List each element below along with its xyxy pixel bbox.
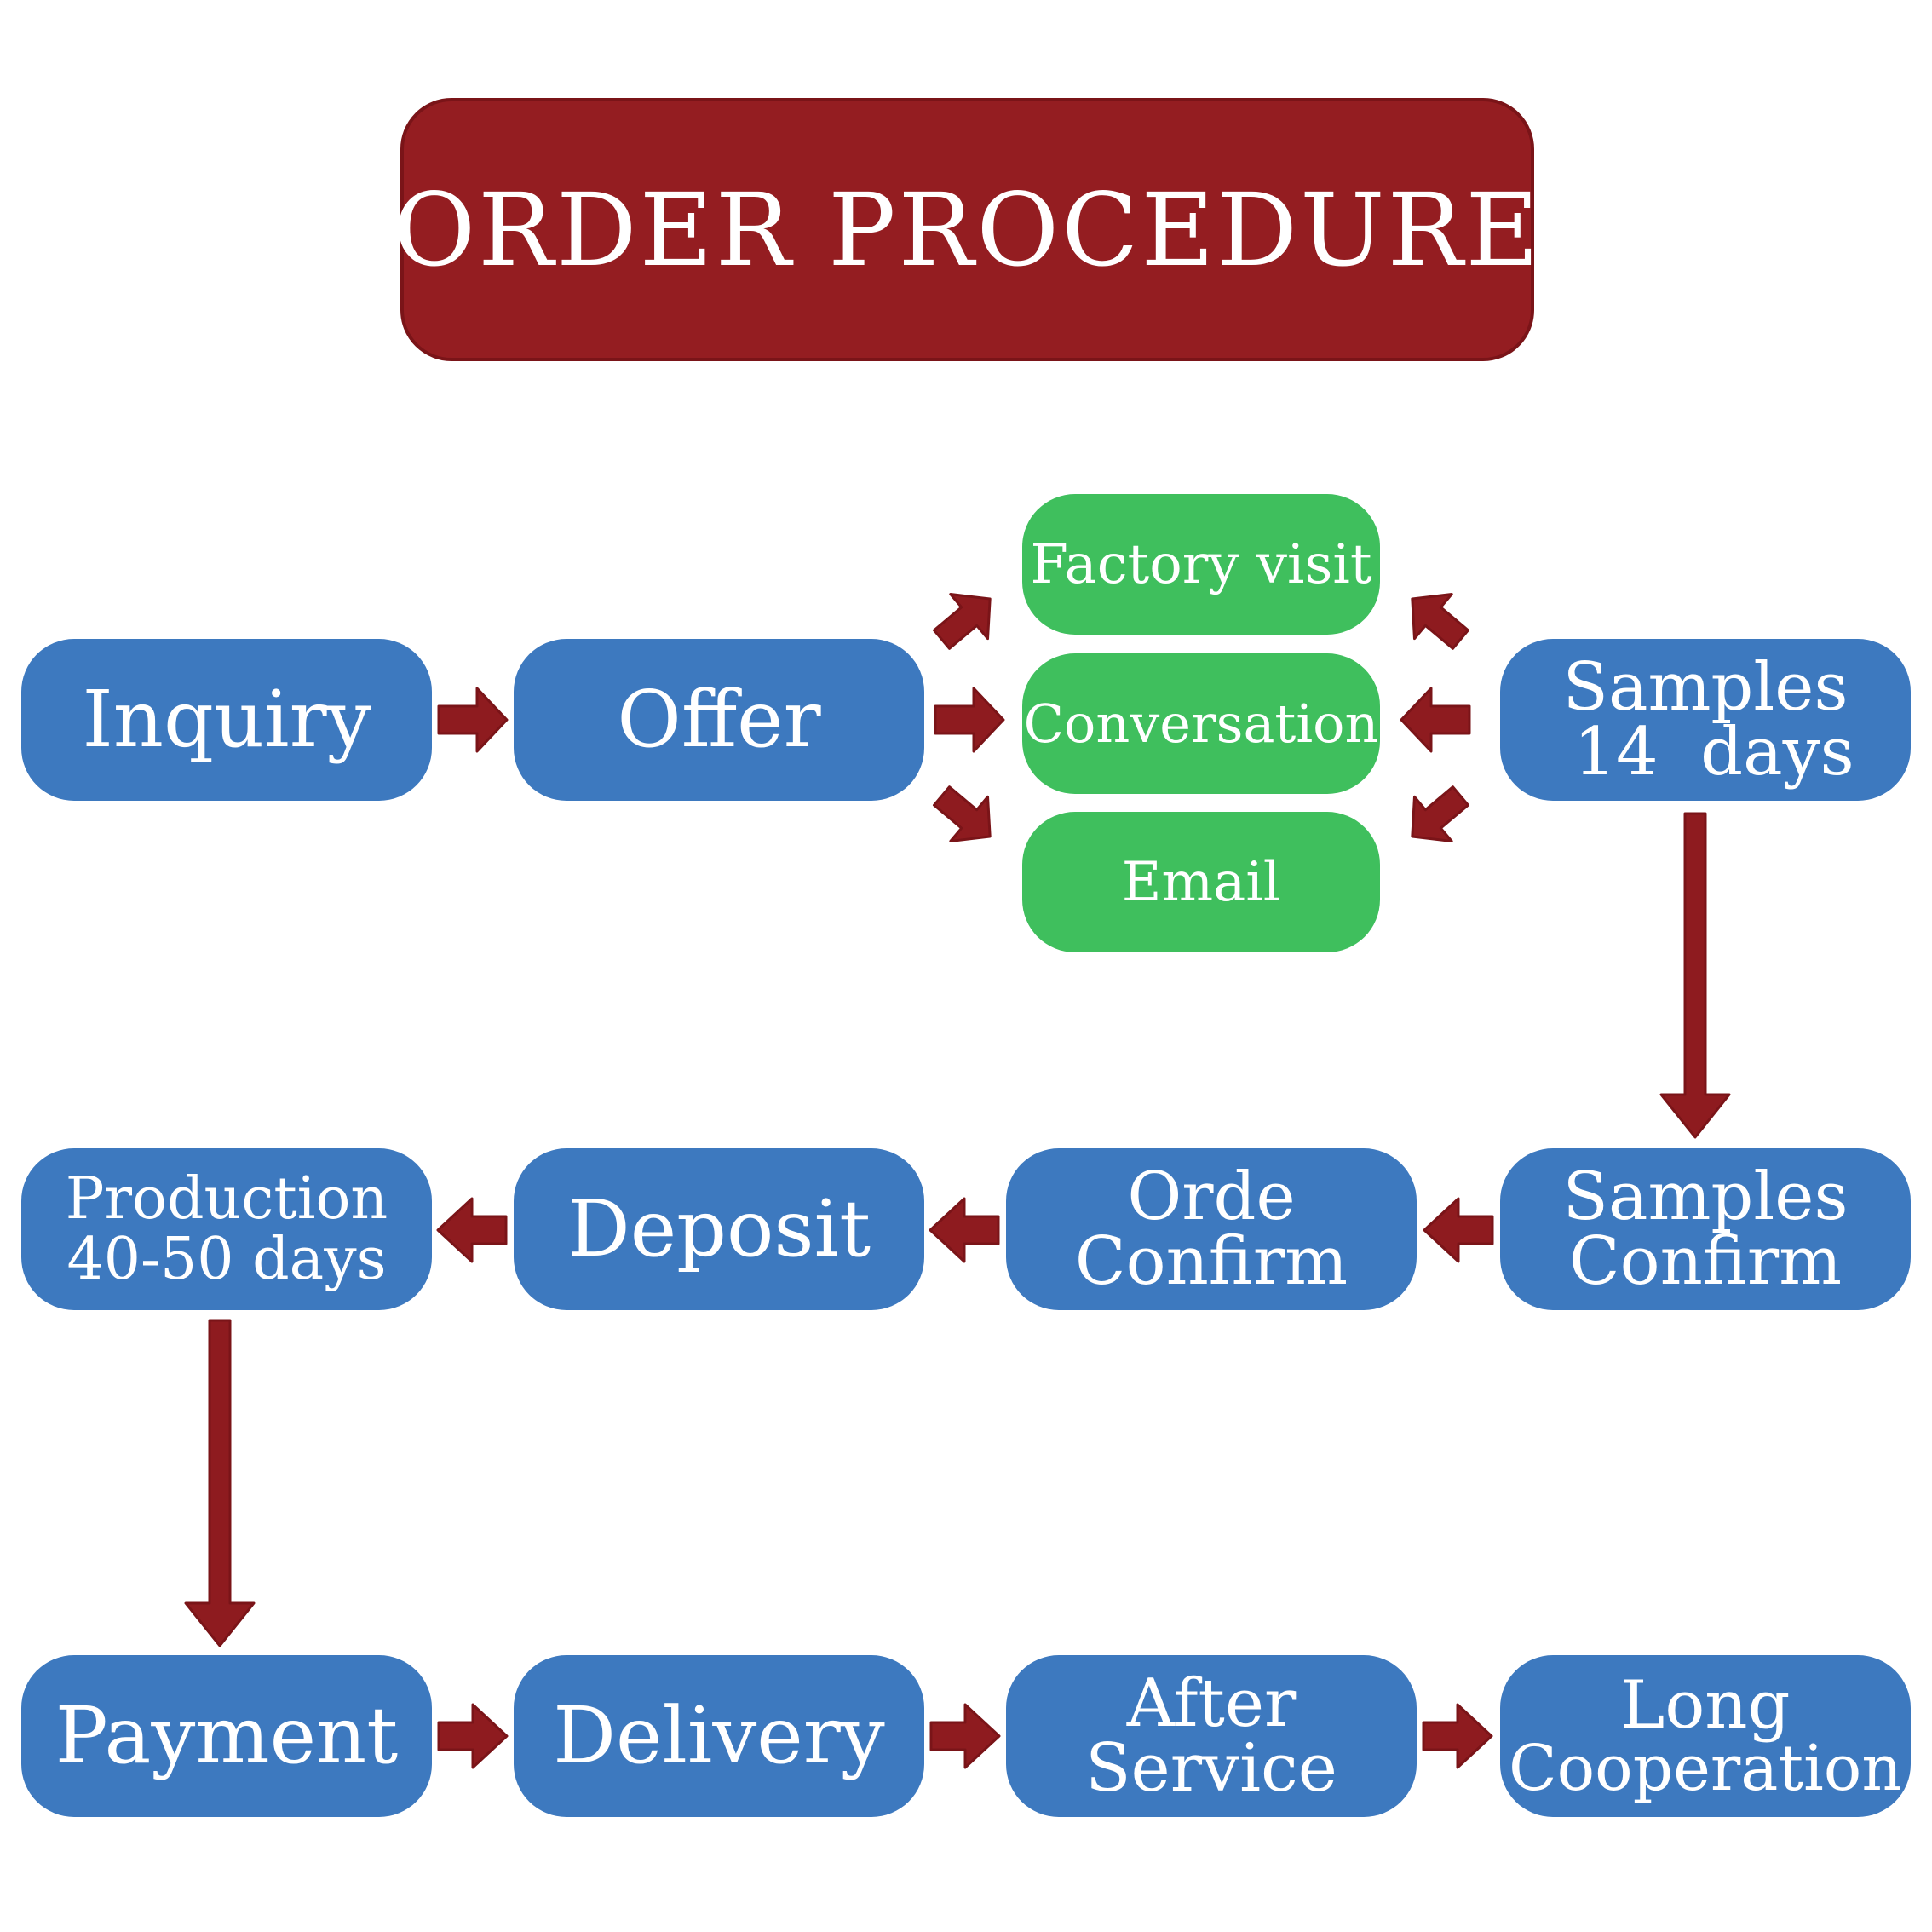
- arrow-orde-confirm-to-deposit: [929, 1197, 1000, 1263]
- step-delivery-label: Delivery: [553, 1690, 885, 1781]
- arrow-inquiry-to-offer: [437, 687, 509, 753]
- arrow-samples-to-factory-visit: [1411, 593, 1470, 650]
- step-after-service: After Service: [1006, 1655, 1417, 1817]
- step-samples-14-days: Samples 14 days: [1500, 639, 1911, 801]
- channel-conversation: Conversation: [1022, 653, 1380, 794]
- step-offer: Offer: [514, 639, 924, 801]
- arrow-after-service-to-long-cooperation: [1422, 1703, 1493, 1769]
- step-samples-confirm-line-1: Samples: [1562, 1158, 1849, 1235]
- channel-email: Email: [1022, 812, 1380, 952]
- step-payment-label: Payment: [55, 1690, 399, 1781]
- channel-factory-visit: Factory visit: [1022, 494, 1380, 635]
- arrow-deposit-to-production: [436, 1197, 508, 1263]
- step-inquiry-label: Inquiry: [82, 674, 371, 765]
- step-delivery: Delivery: [514, 1655, 924, 1817]
- arrow-samples-to-email: [1411, 785, 1470, 842]
- step-deposit: Deposit: [514, 1148, 924, 1310]
- arrow-production-to-payment: [184, 1319, 256, 1647]
- arrow-samples-to-conversation: [1400, 687, 1471, 753]
- arrow-offer-to-factory-visit: [932, 593, 992, 650]
- channel-factory-visit-label: Factory visit: [1030, 532, 1372, 596]
- step-long-cooperation-line-2: Cooperation: [1509, 1731, 1902, 1805]
- arrow-samples-to-samples-confirm: [1659, 812, 1731, 1139]
- step-samples-confirm: Samples Confirm: [1500, 1148, 1911, 1310]
- page-title: ORDER PROCEDURE: [393, 98, 1539, 361]
- step-long-cooperation: Long Cooperation: [1500, 1655, 1911, 1817]
- step-orde-confirm-line-2: Confirm: [1074, 1223, 1348, 1300]
- channel-conversation-label: Conversation: [1023, 692, 1379, 755]
- arrow-offer-to-email: [932, 785, 992, 842]
- step-samples-line-1: Samples: [1562, 648, 1849, 726]
- step-after-service-line-1: After: [1126, 1665, 1297, 1742]
- step-after-service-line-2: Service: [1085, 1730, 1337, 1807]
- step-production-line-1: Production: [65, 1164, 388, 1233]
- step-offer-label: Offer: [617, 674, 821, 765]
- page-title-text: ORDER PROCEDURE: [393, 170, 1542, 289]
- step-orde-confirm: Orde Confirm: [1006, 1148, 1417, 1310]
- step-long-cooperation-line-1: Long: [1620, 1666, 1791, 1744]
- step-samples-confirm-line-2: Confirm: [1568, 1223, 1843, 1300]
- step-deposit-label: Deposit: [566, 1183, 871, 1274]
- step-production-line-2: 40-50 days: [66, 1226, 387, 1293]
- step-samples-line-2: 14 days: [1573, 714, 1854, 791]
- arrow-offer-to-conversation: [934, 687, 1005, 753]
- arrow-delivery-to-after-service: [929, 1703, 1001, 1769]
- arrow-payment-to-delivery: [437, 1703, 509, 1769]
- channel-email-label: Email: [1121, 850, 1281, 914]
- step-payment: Payment: [21, 1655, 432, 1817]
- arrow-samples-confirm-to-orde-confirm: [1423, 1197, 1494, 1263]
- step-inquiry: Inquiry: [21, 639, 432, 801]
- step-production: Production 40-50 days: [21, 1148, 432, 1310]
- step-orde-confirm-line-1: Orde: [1127, 1158, 1296, 1235]
